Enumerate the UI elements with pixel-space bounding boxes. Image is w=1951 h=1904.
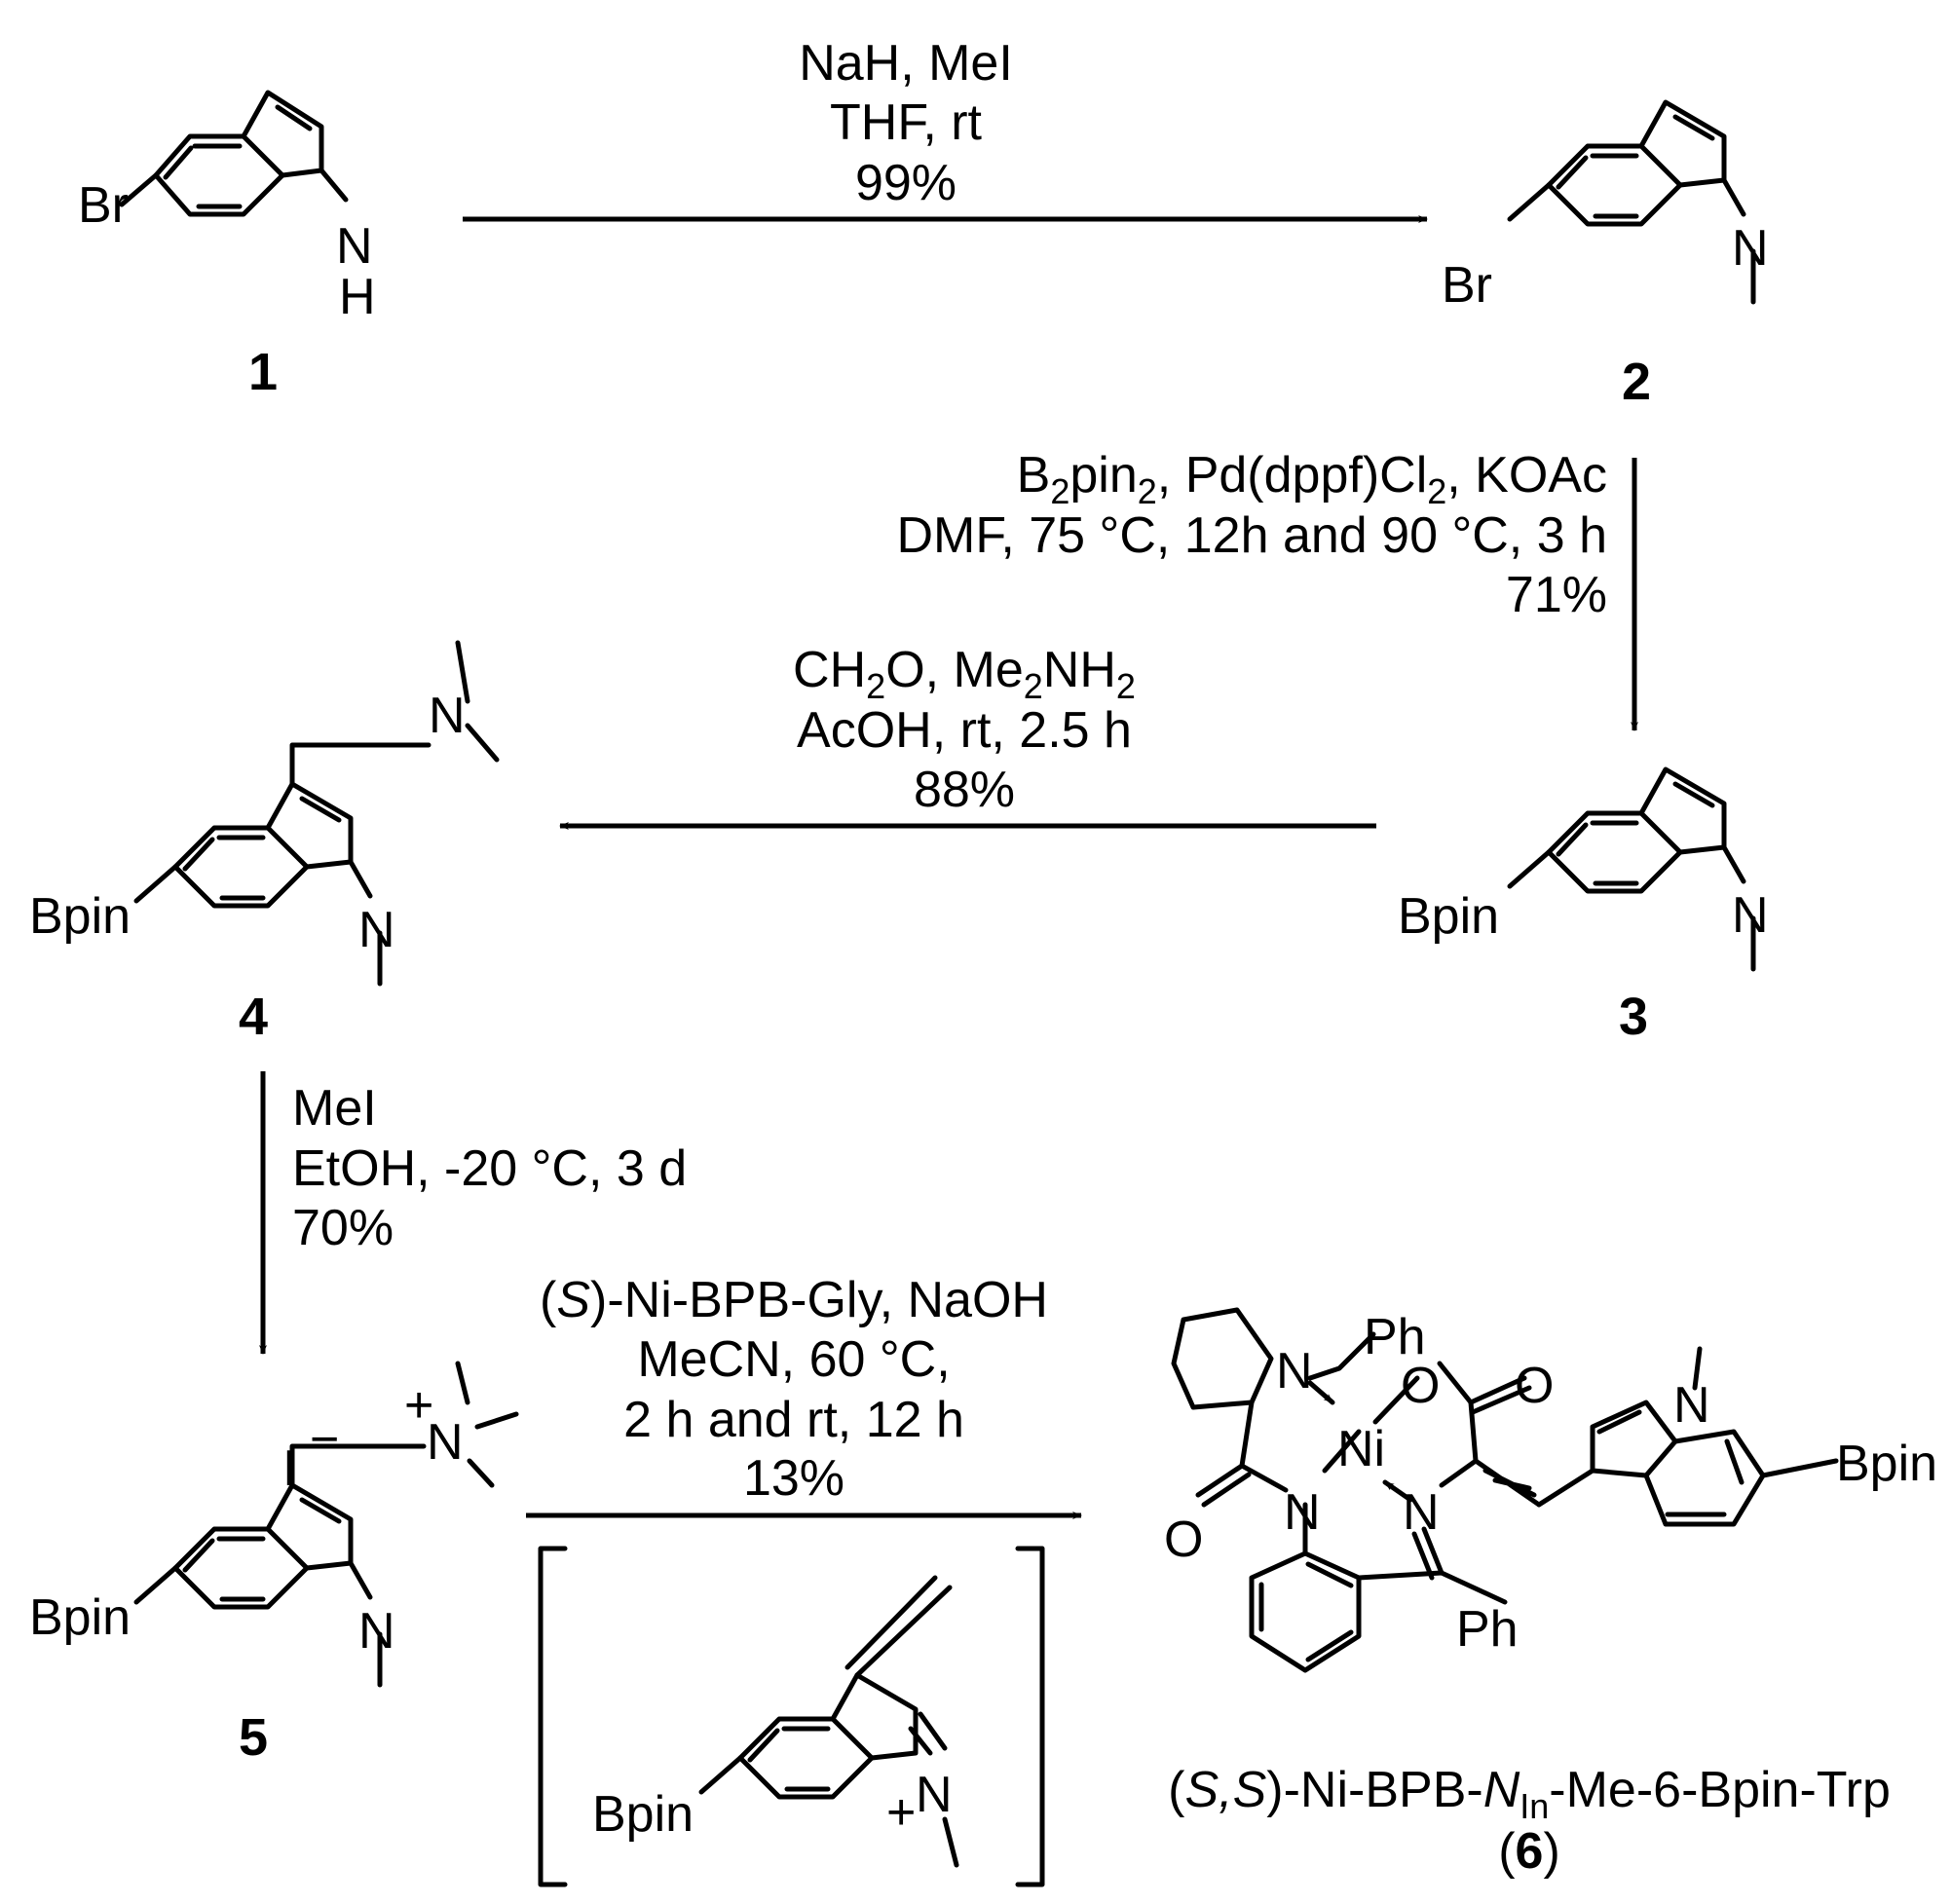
left-bracket [538, 1546, 568, 1887]
compound-3-structure: Bpin N [1398, 766, 1769, 972]
compound-5-label: 5 [239, 1708, 268, 1767]
complex-ni-atom: Ni [1337, 1421, 1385, 1477]
complex-o-amide: O [1164, 1512, 1203, 1568]
step-4-yield: 70% [292, 1200, 394, 1256]
step-2-conditions-line: DMF, 75 °C, 12h and 90 °C, 3 h [896, 507, 1607, 564]
compound-5-counter-ion: I [282, 1440, 296, 1497]
step-1-reagents: NaH, MeI [799, 35, 1013, 92]
compound-4-n-atom: N [358, 902, 395, 958]
compound-2-structure: Br N [1442, 99, 1769, 314]
compound-6-name: (S,S)-Ni-BPB-NIn-Me-6-Bpin-Trp [1168, 1762, 1891, 1826]
intermediate-n-atom: N [916, 1767, 953, 1823]
step-1-solvent: THF, rt [830, 94, 983, 151]
compound-4-structure: Bpin N N [29, 640, 500, 987]
intermediate-structure: Bpin N + [538, 1546, 1045, 1887]
step-2-reagents: B2pin2, Pd(dppf)Cl2, KOAc [1017, 447, 1607, 511]
step-3-conditions-line: AcOH, rt, 2.5 h [797, 702, 1132, 759]
compound-6-structure: N Ph Ni O N N O O Ph N Bpin [1164, 1307, 1937, 1673]
compound-2-n-atom: N [1732, 220, 1769, 277]
compound-4-substituent: Bpin [29, 888, 131, 945]
compound-1-structure: Br N H [78, 90, 376, 325]
compound-5-substituent: Bpin [29, 1589, 131, 1646]
complex-ph-imine: Ph [1456, 1601, 1519, 1658]
intermediate-charge: + [886, 1784, 916, 1841]
complex-n-pyrrolidine: N [1276, 1343, 1313, 1400]
step-3-reagents: CH2O, Me2NH2 [793, 642, 1136, 706]
compound-3-n-atom: N [1732, 887, 1769, 944]
compound-1-label: 1 [248, 343, 278, 401]
complex-bpin: Bpin [1836, 1436, 1937, 1492]
step-1-conditions: NaH, MeI THF, rt 99% [799, 35, 1013, 211]
step-2-conditions: B2pin2, Pd(dppf)Cl2, KOAc DMF, 75 °C, 12… [896, 447, 1607, 623]
step-5-conditions: (S)-Ni-BPB-Gly, NaOH MeCN, 60 °C, 2 h an… [540, 1272, 1048, 1507]
step-5-yield: 13% [743, 1450, 844, 1507]
compound-5-ammonium-charge: + [404, 1377, 433, 1434]
compound-3-substituent: Bpin [1398, 888, 1499, 945]
compound-4-label: 4 [239, 988, 268, 1046]
complex-ph-benzyl: Ph [1364, 1309, 1426, 1365]
step-3-yield: 88% [914, 762, 1015, 818]
compound-1-substituent: Br [78, 177, 129, 234]
compound-2-label: 2 [1622, 353, 1651, 411]
step-2-yield: 71% [1506, 567, 1607, 623]
complex-n-indole: N [1673, 1377, 1710, 1434]
step-5-solvent: MeCN, 60 °C, [637, 1331, 950, 1388]
intermediate-substituent: Bpin [592, 1786, 694, 1843]
complex-n-imine: N [1403, 1484, 1440, 1541]
compound-5-n-atom: N [358, 1603, 395, 1660]
step-5-time: 2 h and rt, 12 h [623, 1392, 964, 1448]
compound-5-counter-charge: − [310, 1411, 339, 1468]
compound-6-label: (6) [1498, 1823, 1560, 1880]
compound-4-amine-atom: N [429, 688, 466, 744]
compound-5-ammonium-atom: N [427, 1414, 464, 1471]
step-4-conditions-line: EtOH, -20 °C, 3 d [292, 1140, 687, 1197]
compound-1-n-atom: N [336, 218, 373, 275]
compound-5-structure: Bpin N N + I − [29, 1361, 519, 1688]
step-4-conditions: MeI EtOH, -20 °C, 3 d 70% [292, 1080, 687, 1256]
compound-3-label: 3 [1619, 988, 1648, 1046]
step-3-conditions: CH2O, Me2NH2 AcOH, rt, 2.5 h 88% [793, 642, 1136, 818]
step-5-reagents: (S)-Ni-BPB-Gly, NaOH [540, 1272, 1048, 1328]
compound-1-h-atom: H [339, 269, 376, 325]
complex-n-amide: N [1284, 1484, 1321, 1541]
complex-o-carbonyl: O [1515, 1358, 1554, 1414]
step-4-reagent: MeI [292, 1080, 377, 1137]
complex-o-carboxylate: O [1401, 1358, 1440, 1414]
compound-2-substituent: Br [1442, 257, 1492, 314]
step-1-yield: 99% [855, 155, 957, 211]
right-bracket [1015, 1546, 1045, 1887]
